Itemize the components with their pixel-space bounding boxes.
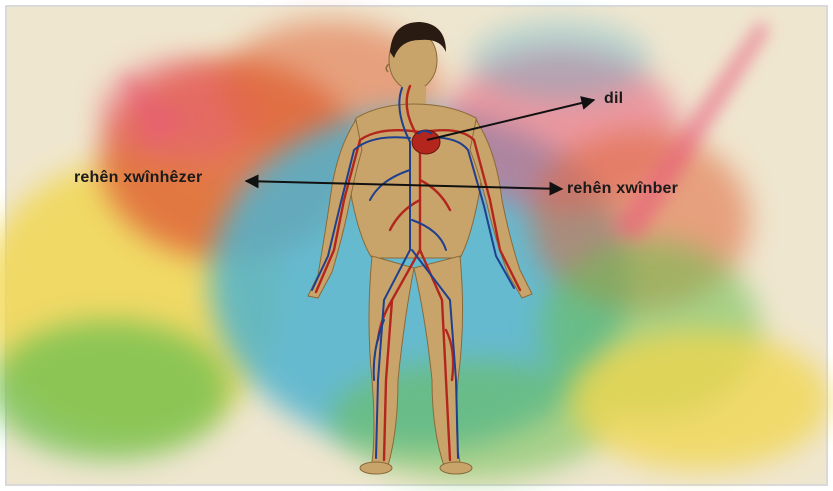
veins-label: rehên xwînhêzer <box>74 169 202 187</box>
heart-label: dil <box>604 90 623 108</box>
arteries-label: rehên xwînber <box>567 180 678 198</box>
heart <box>412 130 440 154</box>
